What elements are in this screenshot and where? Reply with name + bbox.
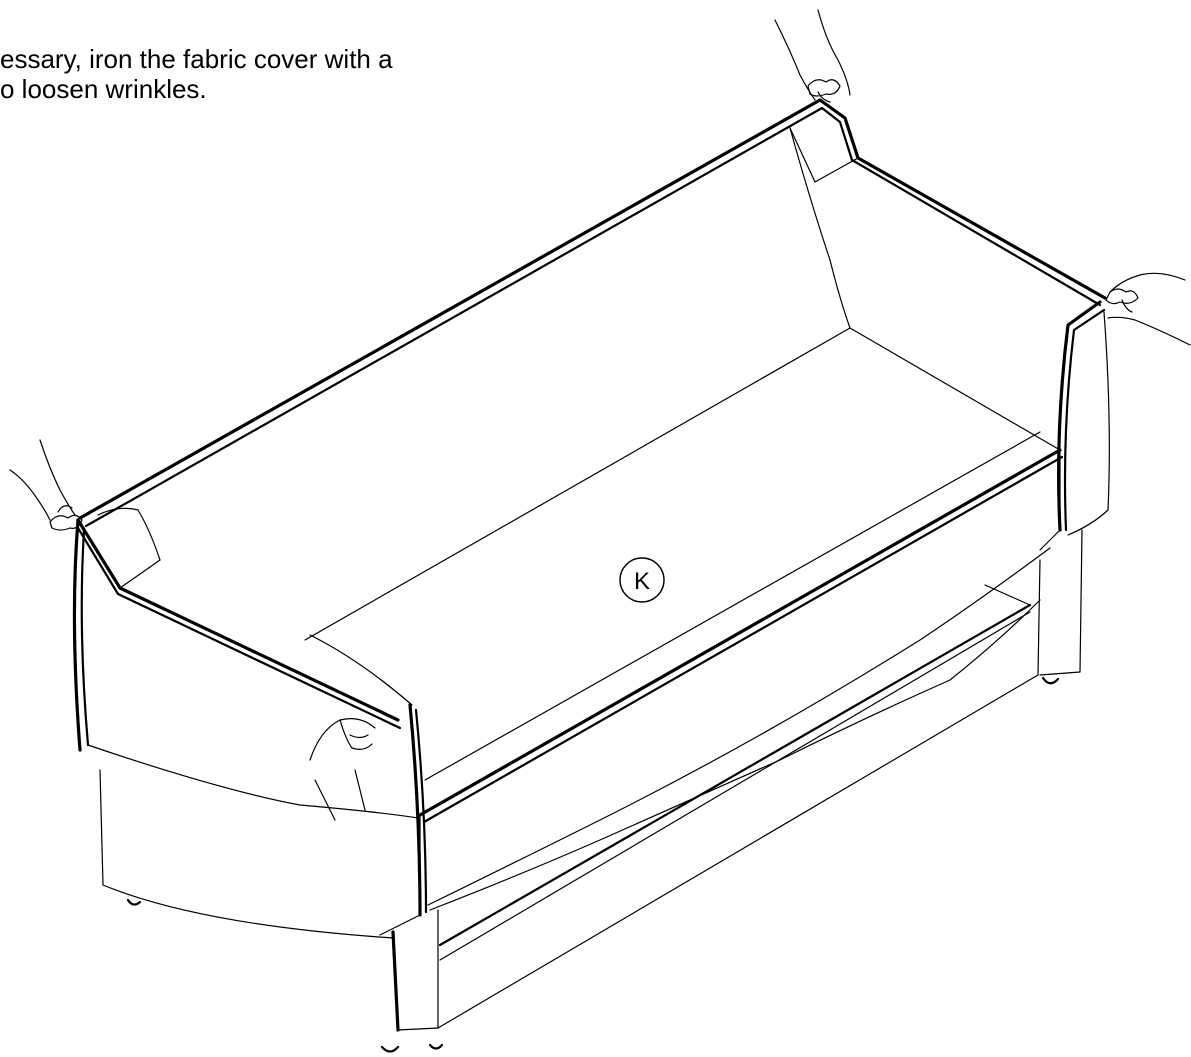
instruction-line-2: o loosen wrinkles. xyxy=(0,74,207,104)
hand-right-side xyxy=(1105,272,1191,346)
instruction-line-1: essary, iron the fabric cover with a xyxy=(0,44,393,74)
sofa-base xyxy=(99,529,1083,1053)
right-arm-cover xyxy=(1039,300,1110,551)
backrest-cover xyxy=(78,98,1107,641)
hand-left-back xyxy=(9,439,83,531)
hand-right-back xyxy=(774,9,851,103)
seat-cover xyxy=(418,431,1064,911)
left-arm-cover xyxy=(72,507,428,936)
part-label-callout: K xyxy=(619,557,665,603)
part-label-text: K xyxy=(634,568,650,595)
hand-left-front xyxy=(309,718,376,821)
